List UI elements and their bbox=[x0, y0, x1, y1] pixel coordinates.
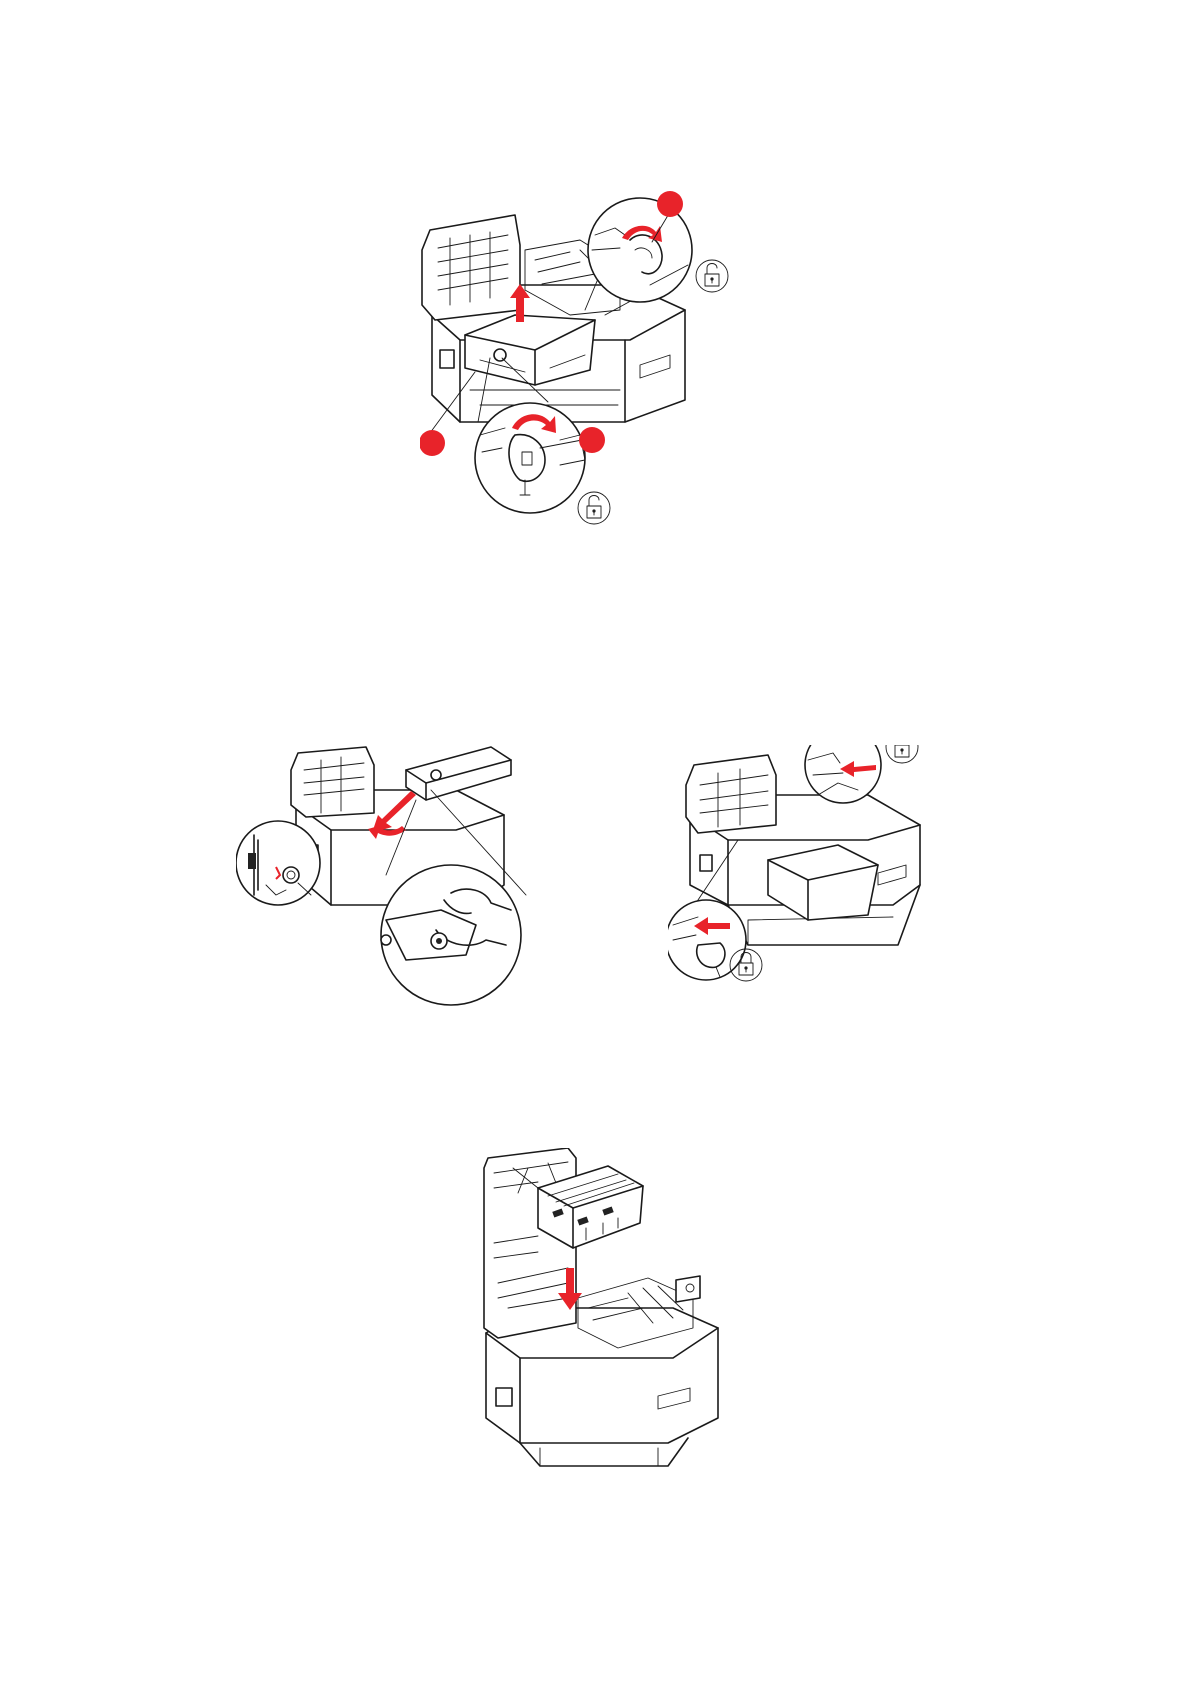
drum-rack-illustration bbox=[478, 1148, 728, 1478]
belt-unit bbox=[768, 845, 878, 920]
unlock-padlock-icon bbox=[696, 260, 728, 292]
lock-padlock-icon bbox=[886, 745, 918, 763]
zoom-callout-left bbox=[236, 821, 320, 905]
red-callout-marker bbox=[579, 427, 605, 453]
belt-locking-illustration bbox=[668, 745, 938, 995]
figure-belt-unit-locking bbox=[668, 745, 938, 995]
unlock-padlock-icon bbox=[578, 492, 610, 524]
open-top-cover bbox=[686, 755, 776, 833]
open-top-cover bbox=[484, 1148, 576, 1338]
figure-drum-rack-reinsertion bbox=[478, 1148, 728, 1478]
figure-belt-unit-insertion bbox=[236, 745, 566, 1010]
belt-removal-illustration bbox=[420, 190, 780, 570]
red-callout-marker bbox=[420, 430, 445, 456]
open-top-cover bbox=[422, 215, 520, 320]
open-top-cover bbox=[291, 747, 374, 817]
red-callout-marker bbox=[657, 191, 683, 217]
figure-belt-unit-removal bbox=[420, 190, 780, 570]
belt-insertion-illustration bbox=[236, 745, 566, 1010]
